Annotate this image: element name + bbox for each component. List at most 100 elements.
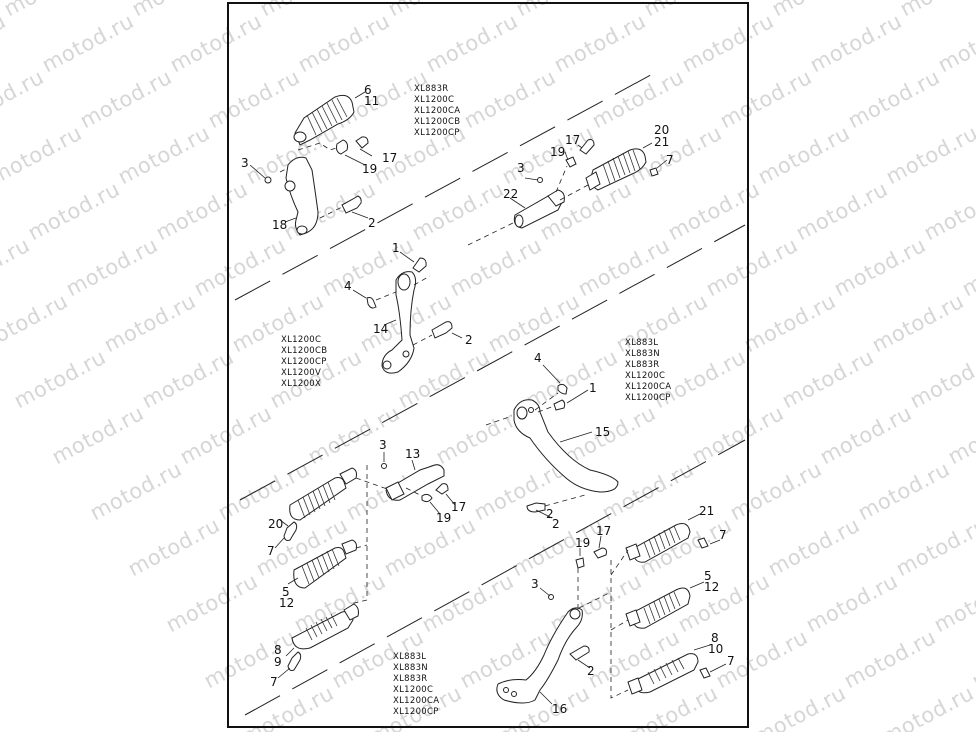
callout-19: 19 <box>550 145 565 159</box>
model-list-a: XL883R XL1200C XL1200CA XL1200CB XL1200C… <box>414 84 460 138</box>
callout-17: 17 <box>565 133 580 147</box>
svg-text:XL1200V: XL1200V <box>281 368 321 378</box>
diagram-frame <box>227 2 749 728</box>
svg-text:XL883R: XL883R <box>414 84 449 94</box>
washer-icon <box>366 297 377 309</box>
svg-text:XL883L: XL883L <box>625 338 658 348</box>
callout-9: 9 <box>274 655 282 669</box>
svg-text:XL883R: XL883R <box>625 360 660 370</box>
callout-7: 7 <box>666 153 674 167</box>
svg-text:XL883N: XL883N <box>625 349 660 359</box>
svg-text:XL1200CA: XL1200CA <box>625 382 671 392</box>
callout-2: 2 <box>368 216 376 230</box>
bolt-icon <box>412 257 427 273</box>
callout-3: 3 <box>531 577 539 591</box>
rider-bracket-icon <box>381 271 417 374</box>
callout-7: 7 <box>719 528 727 542</box>
assembly-lower-left <box>274 452 456 679</box>
svg-text:XL1200CA: XL1200CA <box>393 696 439 706</box>
callout-3: 3 <box>241 156 249 170</box>
callout-11: 11 <box>364 94 379 108</box>
spring-icon <box>435 483 449 495</box>
footpeg-rubber-icon <box>625 523 709 563</box>
detent-plate-icon <box>575 557 585 569</box>
callout-8: 8 <box>274 643 282 657</box>
svg-text:XL1200CP: XL1200CP <box>414 128 460 138</box>
svg-text:XL1200CP: XL1200CP <box>281 357 327 367</box>
nut-icon <box>649 167 659 177</box>
svg-text:XL1200C: XL1200C <box>414 95 454 105</box>
callout-3: 3 <box>517 161 525 175</box>
callout-3: 3 <box>379 438 387 452</box>
callout-12: 12 <box>704 580 719 594</box>
ball-icon <box>537 177 543 183</box>
washer-icon <box>557 383 568 395</box>
assembly-mid-left <box>352 251 463 374</box>
svg-text:XL1200C: XL1200C <box>281 335 321 345</box>
svg-text:XL1200X: XL1200X <box>281 379 321 389</box>
callout-16: 16 <box>552 702 567 716</box>
assembly-mid-right <box>485 364 619 519</box>
spring-icon <box>355 136 369 149</box>
footpeg-treaded-icon <box>287 603 359 671</box>
screw-icon <box>697 537 709 549</box>
spring-icon <box>579 139 595 155</box>
model-list-d: XL883L XL883N XL883R XL1200C XL1200CA XL… <box>393 652 439 717</box>
footpeg-rubber-icon <box>283 467 357 541</box>
bolt-icon <box>341 195 362 214</box>
detent-plate-icon <box>421 493 433 503</box>
bolt-icon <box>569 645 590 661</box>
footpeg-rubber-icon <box>625 587 691 629</box>
screw-icon <box>287 651 302 671</box>
callout-17: 17 <box>382 151 397 165</box>
callout-12: 12 <box>279 596 294 610</box>
callout-19: 19 <box>436 511 451 525</box>
detent-plate-icon <box>336 139 348 155</box>
callout-7: 7 <box>270 675 278 689</box>
callout-2: 2 <box>552 517 560 531</box>
bolt-icon <box>431 321 453 339</box>
passenger-bracket-icon <box>496 607 583 704</box>
footpeg-bracket-icon <box>285 156 319 236</box>
callout-2: 2 <box>465 333 473 347</box>
svg-text:XL1200C: XL1200C <box>393 685 433 695</box>
callout-2: 2 <box>587 664 595 678</box>
svg-text:XL1200CA: XL1200CA <box>414 106 460 116</box>
callout-19: 19 <box>362 162 377 176</box>
svg-text:XL883R: XL883R <box>393 674 428 684</box>
callout-7: 7 <box>727 654 735 668</box>
footpeg-rubber-icon <box>293 94 355 146</box>
assembly-top-right <box>467 139 668 246</box>
callout-5: 5 <box>282 585 290 599</box>
detent-plate-icon <box>565 156 577 168</box>
svg-text:XL883L: XL883L <box>393 652 426 662</box>
spring-icon <box>593 547 607 559</box>
assembly-top-left <box>249 91 373 236</box>
callout-19: 19 <box>575 536 590 550</box>
svg-text:XL1200C: XL1200C <box>625 371 665 381</box>
model-list-b: XL1200C XL1200CB XL1200CP XL1200V XL1200… <box>281 335 327 389</box>
model-list-c: XL883L XL883N XL883R XL1200C XL1200CA XL… <box>625 338 671 403</box>
callout-20: 20 <box>268 517 283 531</box>
footpeg-rubber-icon <box>293 539 357 589</box>
callout-7: 7 <box>267 544 275 558</box>
screw-icon <box>283 521 298 541</box>
callout-4: 4 <box>534 351 542 365</box>
callout-1: 1 <box>392 241 400 255</box>
callout-13: 13 <box>405 447 420 461</box>
callout-14: 14 <box>373 322 388 336</box>
svg-text:XL883N: XL883N <box>393 663 428 673</box>
svg-text:XL1200CP: XL1200CP <box>393 707 439 717</box>
section-separators <box>234 69 746 716</box>
callout-17: 17 <box>596 524 611 538</box>
svg-text:XL1200CB: XL1200CB <box>414 117 460 127</box>
callout-6: 6 <box>364 83 372 97</box>
bolt-icon <box>553 399 566 411</box>
callout-10: 10 <box>708 642 723 656</box>
callout-17: 17 <box>451 500 466 514</box>
callout-5: 5 <box>704 569 712 583</box>
svg-text:XL1200CP: XL1200CP <box>625 393 671 403</box>
callout-22: 22 <box>503 187 518 201</box>
callout-8: 8 <box>711 631 719 645</box>
